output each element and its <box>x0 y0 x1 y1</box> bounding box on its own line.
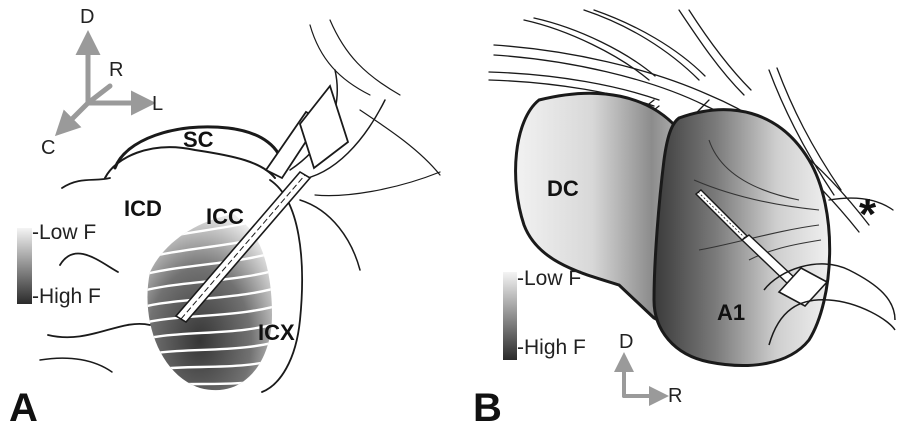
region-label-a1: A1 <box>717 302 745 324</box>
region-label-icc: ICC <box>206 206 244 228</box>
panel-label-a: A <box>9 388 38 428</box>
orientation-axes-b <box>624 360 661 396</box>
panel-a: D R L C SC ICD ICC ICX -Low F -High F A <box>0 0 449 427</box>
orientation-axes <box>62 40 146 129</box>
axis-label-rostral: R <box>109 60 123 80</box>
panel-b: DC A1 * -Low F -High F D R B <box>449 0 898 427</box>
frequency-legend-bar <box>17 228 32 304</box>
region-label-icx: ICX <box>258 322 295 344</box>
legend-high-frequency-b: -High F <box>517 337 586 358</box>
rostral-arrow <box>88 86 110 103</box>
panel-b-drawing <box>449 0 898 427</box>
icc-tonotopic-map <box>120 212 290 394</box>
region-label-sc: SC <box>183 129 214 151</box>
asterisk-marker: * <box>859 193 876 237</box>
caudal-arrow <box>62 103 88 129</box>
region-label-icd: ICD <box>124 198 162 220</box>
axis-label-caudal: C <box>41 138 55 158</box>
panel-label-b: B <box>473 388 502 428</box>
frequency-legend-bar-b <box>503 272 517 360</box>
axis-label-dorsal-b: D <box>619 332 633 352</box>
axis-label-dorsal: D <box>80 7 94 27</box>
axis-label-rostral-b: R <box>668 386 682 406</box>
axis-label-lateral: L <box>152 94 163 114</box>
region-label-dc: DC <box>547 178 579 200</box>
legend-low-frequency: -Low F <box>32 222 96 243</box>
legend-high-frequency: -High F <box>32 286 101 307</box>
legend-low-frequency-b: -Low F <box>517 268 581 289</box>
